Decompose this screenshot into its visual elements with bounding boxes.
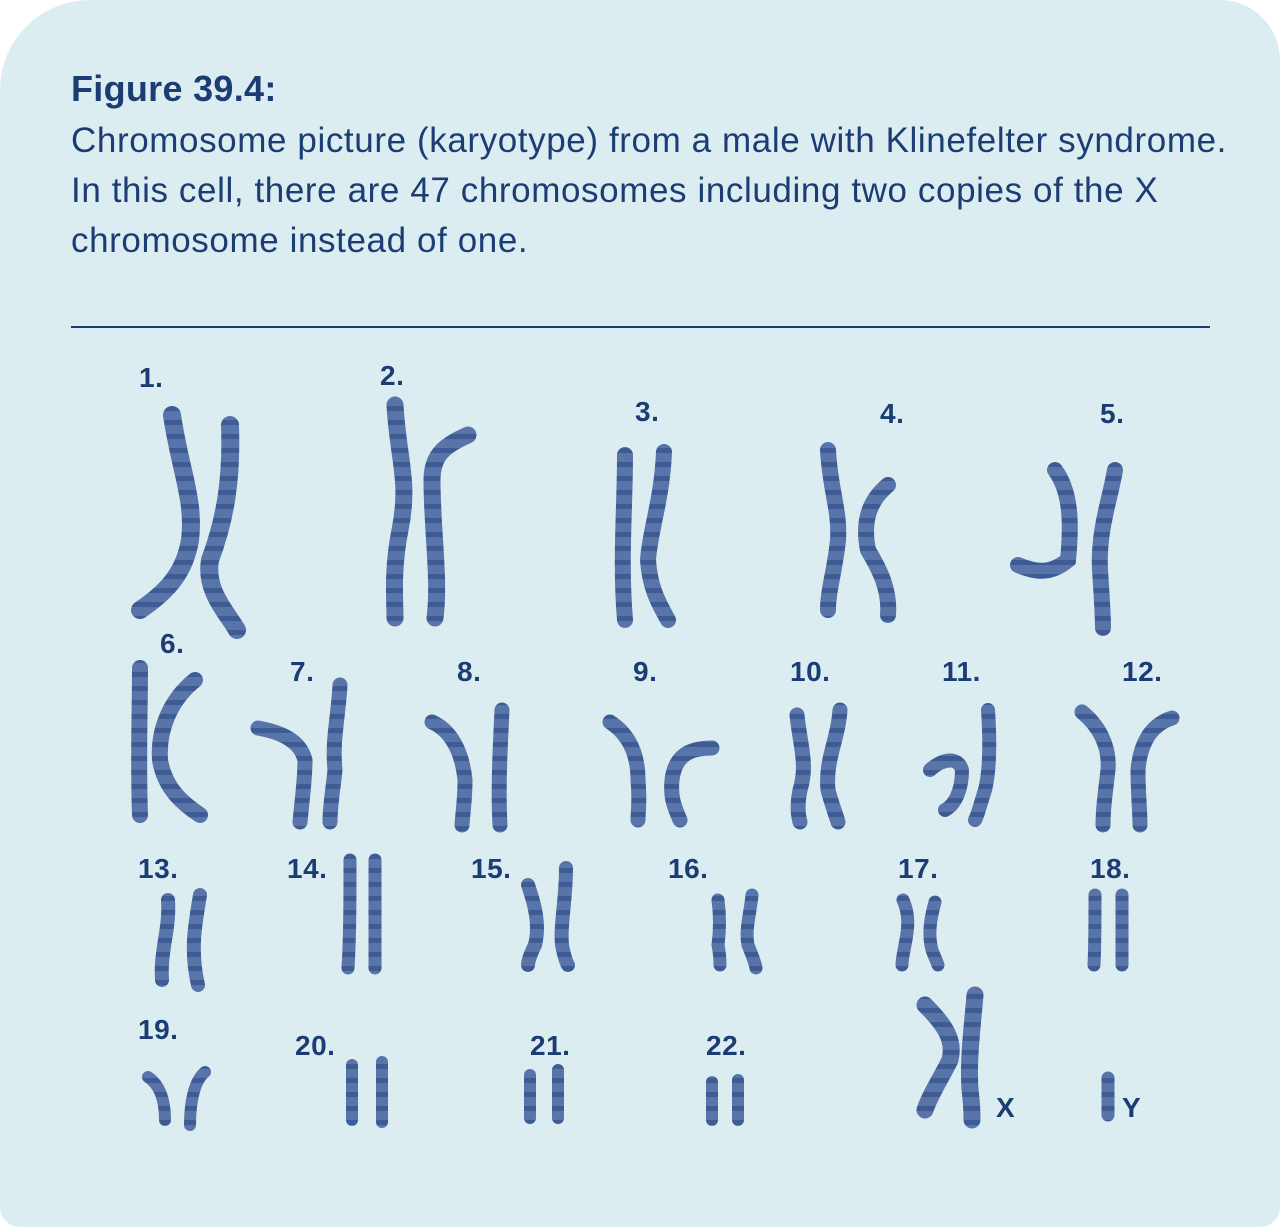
label-chromosome-1: 1. <box>139 362 164 393</box>
label-chromosome-9: 9. <box>633 656 658 687</box>
label-chromosome-5: 5. <box>1100 398 1125 429</box>
label-chromosome-19: 19. <box>138 1014 179 1045</box>
label-chromosome-2: 2. <box>380 360 405 391</box>
label-chromosome-y: Y <box>1122 1092 1142 1123</box>
label-chromosome-6: 6. <box>160 628 185 659</box>
label-chromosome-14: 14. <box>287 853 328 884</box>
label-chromosome-16: 16. <box>668 853 709 884</box>
label-chromosome-18: 18. <box>1090 853 1131 884</box>
label-chromosome-12: 12. <box>1122 656 1163 687</box>
label-chromosome-17: 17. <box>898 853 939 884</box>
label-chromosome-13: 13. <box>138 853 179 884</box>
label-chromosome-x: X <box>996 1092 1016 1123</box>
label-chromosome-4: 4. <box>880 398 905 429</box>
label-chromosome-21: 21. <box>530 1030 571 1061</box>
label-chromosome-11: 11. <box>942 656 981 687</box>
figure-title: Figure 39.4: <box>71 68 277 109</box>
label-chromosome-22: 22. <box>706 1030 747 1061</box>
label-chromosome-8: 8. <box>457 656 482 687</box>
label-chromosome-20: 20. <box>295 1030 336 1061</box>
label-chromosome-3: 3. <box>635 396 660 427</box>
divider <box>71 326 1210 328</box>
figure-caption: Chromosome picture (karyotype) from a ma… <box>71 121 1227 260</box>
label-chromosome-15: 15. <box>471 853 512 884</box>
label-chromosome-7: 7. <box>290 656 315 687</box>
label-chromosome-10: 10. <box>790 656 831 687</box>
